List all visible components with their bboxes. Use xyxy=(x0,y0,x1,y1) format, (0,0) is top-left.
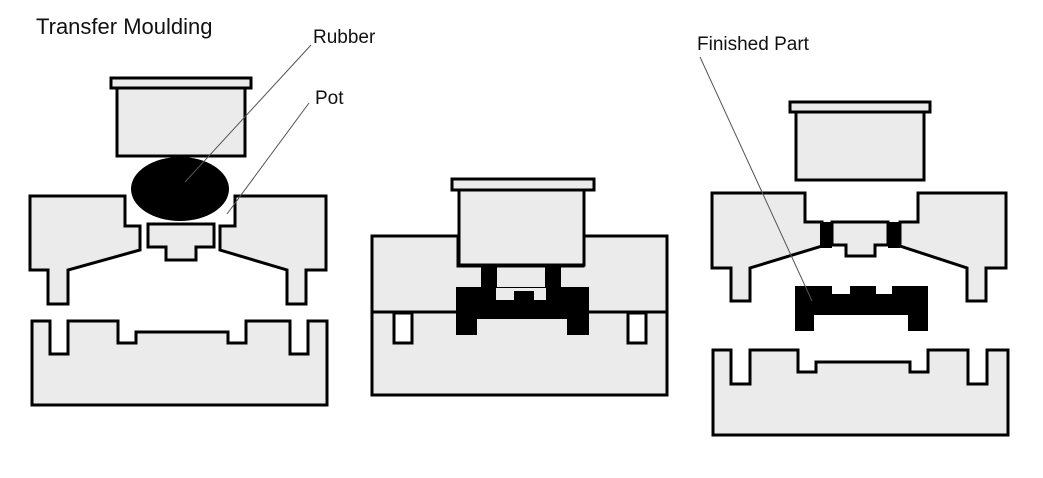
rubber-charge xyxy=(131,157,229,221)
plunger-1 xyxy=(115,86,247,158)
lower-mould-1 xyxy=(30,319,329,407)
plunger-2 xyxy=(457,188,586,267)
plunger-cap-2 xyxy=(450,177,596,192)
stage-1-charge xyxy=(28,76,329,407)
lower-mould-3 xyxy=(711,348,1010,437)
plunger-3 xyxy=(794,110,926,182)
label-pot: Pot xyxy=(315,88,344,109)
sprue-remnant-left xyxy=(820,222,832,248)
cavity-step-2 xyxy=(496,288,546,300)
finished-part-step xyxy=(832,286,892,294)
stage-3-release xyxy=(710,100,1010,437)
label-rubber: Rubber xyxy=(313,27,376,48)
leader-rubber xyxy=(184,44,312,183)
lower-cavity-2 xyxy=(392,311,648,345)
stage-2-transfer xyxy=(370,177,669,397)
sprue-remnant-right xyxy=(888,222,900,248)
leader-finished-part xyxy=(699,56,813,302)
pot-plate-right-1 xyxy=(218,194,328,306)
pot-plate-left-1 xyxy=(28,194,142,306)
diagram-title: Transfer Moulding xyxy=(36,14,213,39)
pot-plate-left-3 xyxy=(710,191,824,303)
sprue-plug-1 xyxy=(146,222,216,262)
leader-pot xyxy=(226,102,310,215)
label-finished-part: Finished Part xyxy=(697,34,809,55)
pot-plate-right-3 xyxy=(898,191,1008,303)
sprue-plug-3 xyxy=(830,220,890,258)
finished-part xyxy=(795,286,928,331)
